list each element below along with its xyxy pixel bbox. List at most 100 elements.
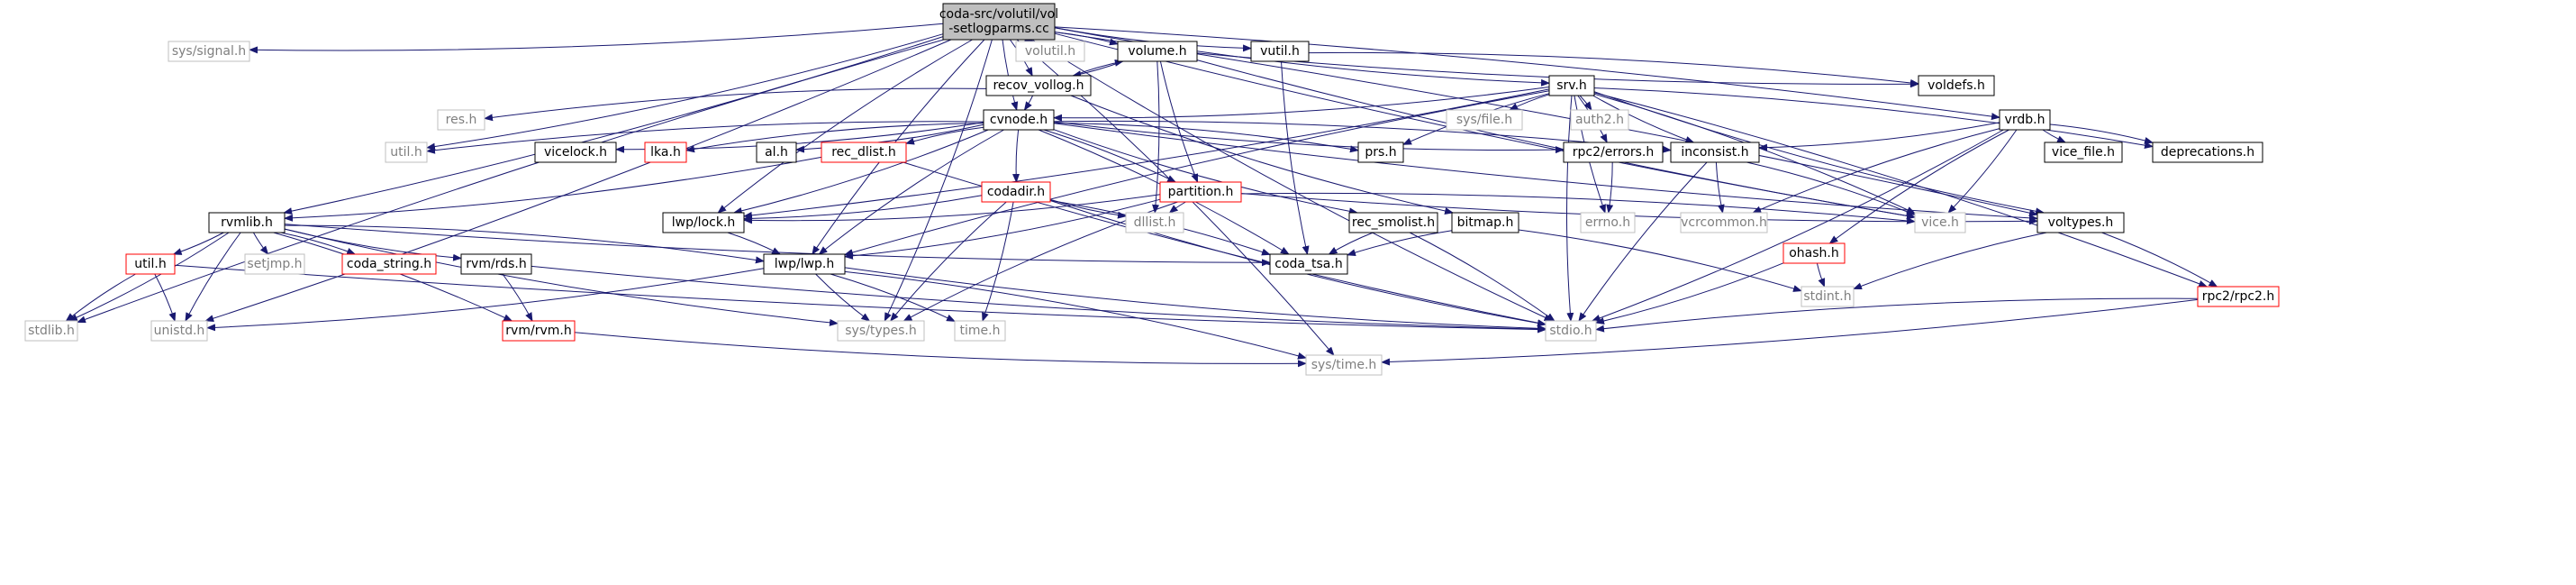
edge-rvmlib-to-lwp_lwp <box>284 224 765 264</box>
node-lwp-lwp[interactable]: lwp/lwp.h <box>763 253 846 275</box>
edge-root-to-sys_types <box>884 39 993 322</box>
node-setjmp: setjmp.h <box>244 253 305 275</box>
edge-rvmlib-to-coda_string <box>280 232 357 255</box>
edge-partition-to-dllist <box>1168 201 1186 214</box>
edge-vrdb_h-to-stdio <box>1591 129 2004 322</box>
edge-codadir-to-sys_types <box>890 201 1007 322</box>
edge-vrdb_h-to-inconsist <box>1758 122 2000 151</box>
node-prs-h[interactable]: prs.h <box>1357 142 1404 163</box>
node-coda-tsa[interactable]: coda_tsa.h <box>1269 253 1348 275</box>
node-box <box>1545 320 1597 342</box>
node-label: sys/types.h <box>845 324 916 338</box>
edge-cvnode_h-to-rpc2_errors <box>1053 121 1565 154</box>
node-label: stdint.h <box>1803 289 1851 304</box>
node-rec-smolist[interactable]: rec_smolist.h <box>1348 212 1438 233</box>
node-voltypes[interactable]: voltypes.h <box>2036 212 2125 233</box>
node-rvm-rds[interactable]: rvm/rds.h <box>460 253 532 275</box>
edge-ohash-to-stdint <box>1816 262 1826 288</box>
node-box <box>1015 41 1085 62</box>
node-label: prs.h <box>1365 145 1396 160</box>
node-lwp-lock[interactable]: lwp/lock.h <box>662 212 745 233</box>
node-rec-dlist[interactable]: rec_dlist.h <box>821 142 907 163</box>
node-root[interactable]: coda-src/volutil/vol-setlogparms.cc <box>939 3 1058 41</box>
node-voldefs-h[interactable]: voldefs.h <box>1918 75 1995 96</box>
node-codadir[interactable]: codadir.h <box>981 181 1051 203</box>
node-inconsist[interactable]: inconsist.h <box>1670 142 1760 163</box>
node-al-h[interactable]: al.h <box>756 142 797 163</box>
node-label: rvmlib.h <box>221 215 273 230</box>
edge-cvnode_h-to-al_h <box>795 123 984 153</box>
node-rvm-rvm[interactable]: rvm/rvm.h <box>502 320 576 342</box>
node-cvnode-h[interactable]: cvnode.h <box>983 109 1055 131</box>
node-srv-h[interactable]: srv.h <box>1548 75 1595 96</box>
node-label: lka.h <box>650 145 681 160</box>
edge-vrdb_h-to-vice_h <box>1947 129 2018 214</box>
node-box <box>644 142 687 163</box>
node-vrdb-h[interactable]: vrdb.h <box>1999 109 2051 131</box>
node-vicelock-h[interactable]: vicelock.h <box>534 142 617 163</box>
edge-vutil_h-to-voldefs_h <box>1308 51 1919 87</box>
edge-vrdb_h-to-vice_file <box>2042 129 2067 143</box>
edge-volume_h-to-partition <box>1159 60 1199 183</box>
node-box <box>125 253 176 275</box>
node-bitmap[interactable]: bitmap.h <box>1451 212 1519 233</box>
edge-srv_h-to-cvnode_h <box>1053 87 1550 122</box>
edge-cvnode_h-to-rec_smolist <box>1053 129 1358 215</box>
edge-util_h_red-to-unistd <box>154 273 177 322</box>
node-label: rvm/rvm.h <box>505 324 571 338</box>
edge-cvnode_h-to-lwp_lock <box>732 129 989 215</box>
node-vice-h: vice.h <box>1914 212 1966 233</box>
node-coda-string[interactable]: coda_string.h <box>341 253 437 275</box>
node-box <box>1117 41 1198 62</box>
node-label: recov_vollog.h <box>993 78 1084 93</box>
node-partition[interactable]: partition.h <box>1159 181 1242 203</box>
node-rpc2-errors[interactable]: rpc2/errors.h <box>1563 142 1664 163</box>
node-box <box>1670 142 1760 163</box>
node-box <box>208 212 286 233</box>
node-box <box>662 212 745 233</box>
edge-rec_smolist-to-coda_tsa <box>1328 232 1374 255</box>
node-rvmlib[interactable]: rvmlib.h <box>208 212 286 233</box>
node-ohash[interactable]: ohash.h <box>1782 242 1846 264</box>
node-deprecations[interactable]: deprecations.h <box>2152 142 2263 163</box>
edge-srv_h-to-stdio <box>1566 95 1574 322</box>
node-label: inconsist.h <box>1681 145 1748 160</box>
node-label: cvnode.h <box>990 113 1048 127</box>
node-label: res.h <box>446 113 477 127</box>
node-rpc2-rpc2[interactable]: rpc2/rpc2.h <box>2197 286 2280 307</box>
node-lka-h[interactable]: lka.h <box>644 142 687 163</box>
edge-inconsist-to-stdio <box>1578 161 1708 322</box>
edge-rpc2_rpc2-to-stdio <box>1595 297 2199 333</box>
edge-root-to-rvmlib <box>283 36 944 215</box>
edge-cvnode_h-to-rec_dlist <box>905 126 984 145</box>
node-box <box>1305 354 1383 376</box>
node-util-h-red[interactable]: util.h <box>125 253 176 275</box>
node-label: rpc2/rpc2.h <box>2202 289 2275 304</box>
edge-rec_dlist-to-rvmlib <box>284 156 822 222</box>
node-auth2-h: auth2.h <box>1570 109 1629 131</box>
node-volume-h[interactable]: volume.h <box>1117 41 1198 62</box>
node-label: util.h <box>134 257 166 271</box>
edge-rvmlib-to-rvm_rvm <box>273 232 513 322</box>
node-recov-vollog[interactable]: recov_vollog.h <box>985 75 1092 96</box>
edge-root-to-util_h_ext <box>426 33 944 151</box>
node-stdlib: stdlib.h <box>24 320 78 342</box>
node-box <box>1914 212 1966 233</box>
node-label: time.h <box>960 324 1001 338</box>
node-box <box>1782 242 1846 264</box>
node-box <box>1269 253 1348 275</box>
edge-root-to-stdlib <box>77 39 944 324</box>
edge-rec_smolist-to-stdio <box>1409 232 1556 322</box>
edge-partition-to-vice_h <box>1240 192 1916 224</box>
edge-voltypes-to-stdint <box>1853 232 2047 290</box>
node-label: unistd.h <box>154 324 205 338</box>
edge-recov_vollog-to-cvnode_h <box>1023 95 1034 111</box>
node-time-h: time.h <box>954 320 1006 342</box>
edge-lwp_lwp-to-sys_time <box>844 270 1307 360</box>
edge-vrdb_h-to-deprecations <box>2049 123 2154 144</box>
node-vutil-h[interactable]: vutil.h <box>1250 41 1310 62</box>
node-box <box>763 253 846 275</box>
edge-vrdb_h-to-ohash <box>1828 129 2009 244</box>
node-vice-file[interactable]: vice_file.h <box>2044 142 2123 163</box>
